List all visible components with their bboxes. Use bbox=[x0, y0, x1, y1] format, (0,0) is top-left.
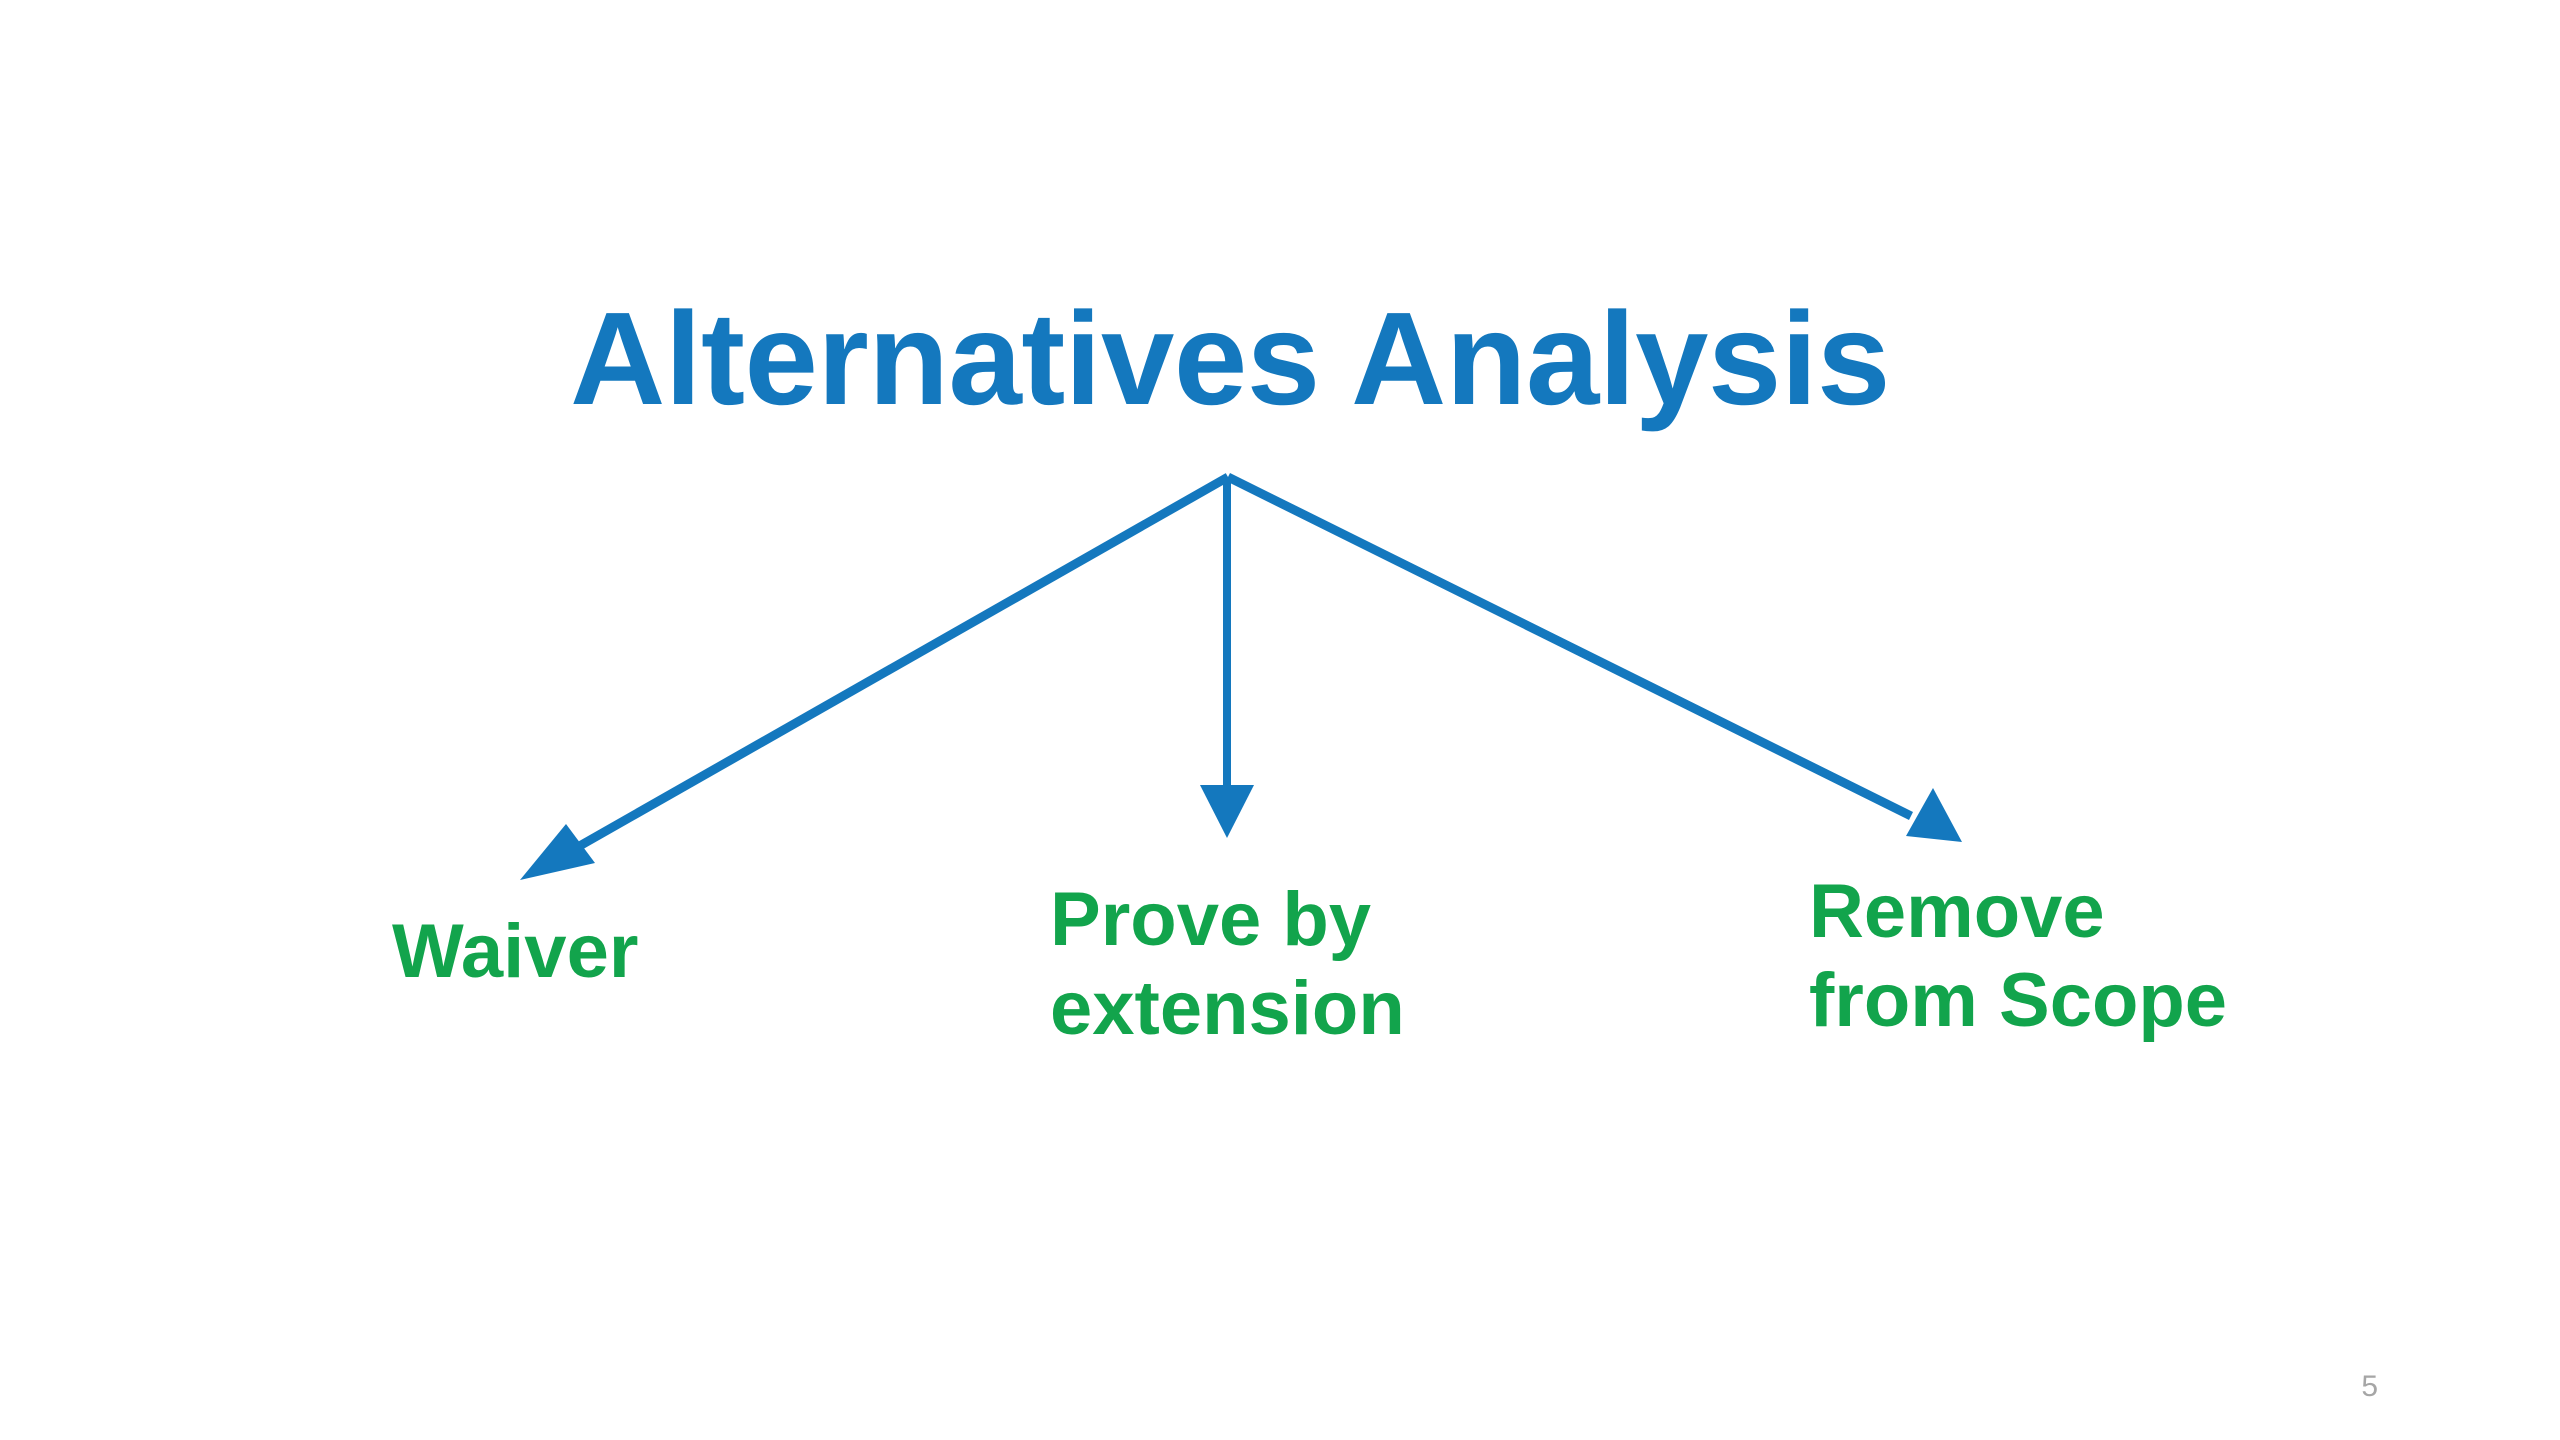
leaf-label-prove-by-extension: Prove by extension bbox=[1050, 877, 1405, 1051]
arrow-down-icon bbox=[1200, 477, 1254, 838]
page-title: Alternatives Analysis bbox=[570, 285, 1890, 432]
arrow-down-left-icon bbox=[520, 473, 1231, 880]
page-number: 5 bbox=[2361, 1370, 2378, 1403]
leaf-label-waiver: Waiver bbox=[392, 909, 639, 994]
leaf-label-remove-from-scope: Remove from Scope bbox=[1809, 869, 2228, 1043]
arrow-down-right-icon bbox=[1225, 472, 1962, 842]
